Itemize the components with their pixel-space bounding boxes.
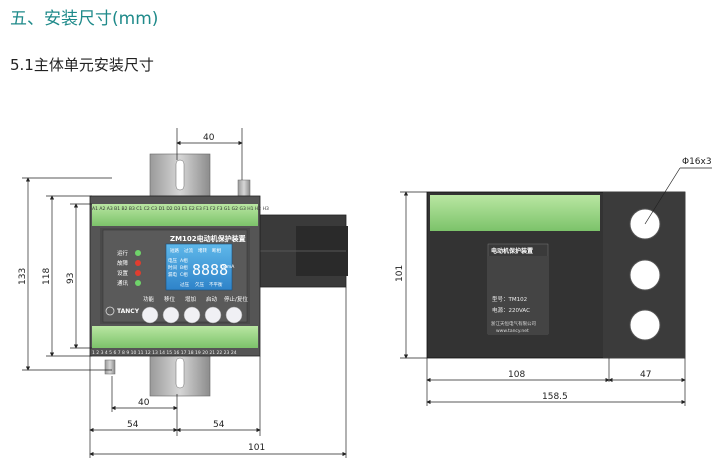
button-function-label: 功能 <box>143 295 155 303</box>
section-title: 五、安装尺寸(mm) <box>10 9 159 29</box>
indicator-fault-label: 故障 <box>117 259 129 267</box>
dim-side-width-right: 47 <box>640 370 651 380</box>
button-start-label: 启动 <box>206 295 218 303</box>
side-label-web: www.tancy.net <box>496 328 529 334</box>
dim-height-inner: 93 <box>66 273 76 284</box>
side-dimension-lines <box>400 167 712 406</box>
lcd-top-label-2: 过流 <box>184 247 193 254</box>
dim-side-height: 101 <box>395 265 405 282</box>
led-fault <box>135 260 141 266</box>
dim-side-width-total: 158.5 <box>542 392 568 402</box>
indicator-comm-label: 通讯 <box>117 279 129 287</box>
lcd-top-label-3: 堵转 <box>198 247 207 254</box>
dim-side-width-left: 108 <box>508 370 525 380</box>
lcd-screen <box>165 243 233 291</box>
side-view <box>426 191 686 359</box>
dim-bottom-left: 54 <box>127 420 139 430</box>
terminal-numbers-top: A1 A2 A3 B1 B2 B3 C1 C2 C3 D1 D2 D3 E1 E… <box>92 206 269 212</box>
front-dimension-lines <box>22 128 347 458</box>
ct-hole-2 <box>629 259 661 291</box>
dim-height-total: 133 <box>18 268 28 285</box>
lcd-bottom-label-3: 不平衡 <box>209 281 223 288</box>
lcd-units: kS mA <box>220 264 235 270</box>
subsection-title: 5.1主体单元安装尺寸 <box>10 56 154 74</box>
lcd-left-label-3: 漏电 <box>168 271 177 278</box>
led-comm <box>135 280 141 286</box>
dim-height-middle: 118 <box>42 268 52 285</box>
lcd-digits: 8888 <box>192 261 228 279</box>
terminal-numbers-bottom: 1 2 3 4 5 6 7 8 9 10 11 12 13 14 15 16 1… <box>92 350 237 356</box>
lcd-left-label-1: 电压 <box>168 257 177 264</box>
button-start <box>204 306 222 324</box>
hole-annotation: Φ16x3 <box>682 157 712 167</box>
terminal-strip-top <box>92 204 258 226</box>
button-increase-label: 增加 <box>185 295 196 303</box>
indicator-run-label: 运行 <box>117 249 129 257</box>
lcd-top-label-1: 短路 <box>170 247 179 254</box>
indicator-setting-label: 设置 <box>117 269 129 277</box>
ct-hole-3 <box>629 309 661 341</box>
lcd-bottom-label-2: 欠压 <box>195 281 204 288</box>
brand-logo-icon <box>105 306 115 316</box>
button-stop-reset <box>225 306 243 324</box>
side-label-power: 电源：220VAC <box>492 306 530 314</box>
device-model-label: ZM102电动机保护装置 <box>170 234 246 243</box>
terminal-strip-bottom <box>92 326 258 348</box>
led-run <box>135 250 141 256</box>
lcd-top-label-4: 断相 <box>212 247 221 254</box>
dim-bottom-right: 54 <box>213 420 225 430</box>
button-function <box>141 306 159 324</box>
button-shift-label: 移位 <box>164 295 176 303</box>
dim-bottom-total: 101 <box>248 443 265 453</box>
side-label-title: 电动机保护装置 <box>491 247 533 255</box>
dim-top-width: 40 <box>203 133 215 143</box>
dim-bottom-rail: 40 <box>138 398 150 408</box>
side-label-maker: 浙江天恒电气有限公司 <box>491 320 536 327</box>
button-increase <box>183 306 201 324</box>
side-terminal-strip <box>430 195 600 231</box>
led-setting <box>135 270 141 276</box>
lcd-left-label-2: 时间 <box>168 264 177 271</box>
front-view <box>89 153 348 397</box>
button-shift <box>162 306 180 324</box>
brand-name: TANCY <box>117 308 140 315</box>
button-stop-reset-label: 停止/复位 <box>224 295 248 303</box>
lcd-phase-label-c: C相 <box>180 271 188 278</box>
side-label-model: 型号：TM102 <box>492 295 527 303</box>
lcd-phase-label-b: B相 <box>180 264 188 271</box>
lcd-phase-label-a: A相 <box>180 257 188 264</box>
lcd-bottom-label-1: 过压 <box>180 281 189 288</box>
